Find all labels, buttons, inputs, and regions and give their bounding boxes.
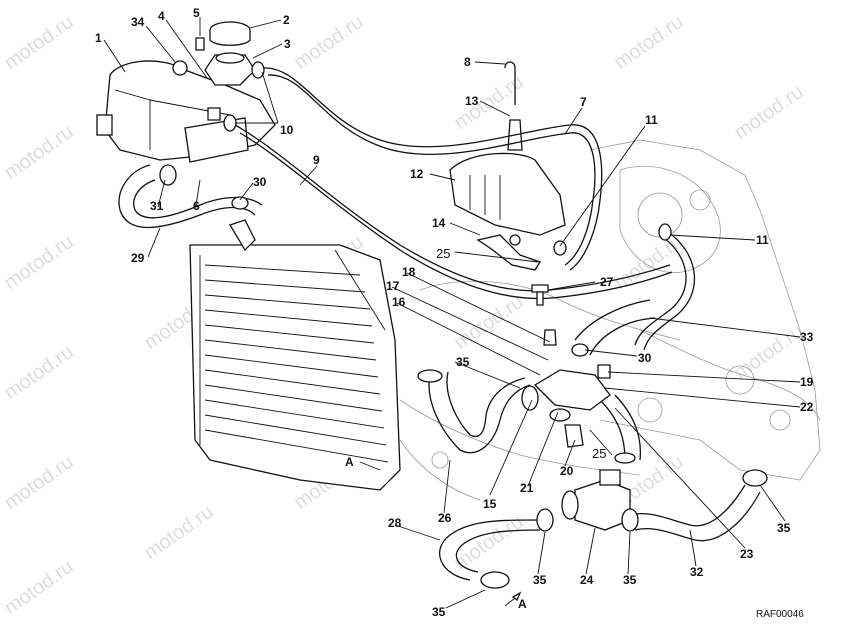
callout-label: 31 <box>150 199 164 213</box>
radiator <box>189 219 401 491</box>
callout-label: 21 <box>520 481 534 495</box>
watermark: motod.ru <box>140 501 217 564</box>
callout-label: 17 <box>386 279 400 293</box>
callout-label: 35 <box>456 355 470 369</box>
callout-label: A <box>345 455 354 469</box>
callout-label: 19 <box>800 375 814 389</box>
watermark: motod.ru <box>0 451 77 514</box>
callout-label: 35 <box>533 573 547 587</box>
callout-label: 28 <box>388 516 402 530</box>
drawing-reference-code: RAF00046 <box>756 609 804 620</box>
callout-label: 25 <box>592 446 606 461</box>
callout-label: 4 <box>158 9 165 23</box>
callout-label: 30 <box>638 351 652 365</box>
callout-label: 33 <box>800 330 814 344</box>
callout-label: 9 <box>313 153 320 167</box>
watermark: motod.ru <box>0 341 77 404</box>
callout-label: 13 <box>465 94 479 108</box>
lower-hoses <box>428 299 761 581</box>
watermark: motod.ru <box>610 11 687 74</box>
callout-label: 34 <box>131 15 145 29</box>
callout-label: 24 <box>580 573 594 587</box>
callout-label: 35 <box>777 521 791 535</box>
watermark: motod.ru <box>730 81 807 144</box>
watermark: motod.ru <box>290 11 367 74</box>
callout-label: 2 <box>283 13 290 27</box>
callout-label: 25 <box>436 246 450 261</box>
callout-label: 20 <box>560 464 574 478</box>
callout-label: 3 <box>284 37 291 51</box>
callout-label: 35 <box>432 605 446 619</box>
watermark: motod.ru <box>0 556 77 619</box>
callout-label: A <box>518 597 527 611</box>
callout-label: 26 <box>438 511 452 525</box>
callout-label: 23 <box>740 547 754 561</box>
callout-label: 35 <box>623 573 637 587</box>
callout-label: 29 <box>131 251 145 265</box>
callout-label: 11 <box>756 233 769 247</box>
hose-clamps <box>159 61 768 589</box>
callout-label: 18 <box>402 265 416 279</box>
callout-label: 30 <box>253 175 267 189</box>
callout-label: 27 <box>600 275 614 289</box>
filler-cap <box>172 21 256 86</box>
callout-label: 14 <box>432 216 446 230</box>
engine-block-outline <box>399 139 821 501</box>
callout-label: 7 <box>580 95 587 109</box>
callout-label: 1 <box>95 31 102 45</box>
watermark: motod.ru <box>0 121 77 184</box>
callout-label: 16 <box>392 295 406 309</box>
hoses <box>118 67 696 351</box>
leader-lines <box>103 17 801 609</box>
callout-label: 12 <box>410 167 424 181</box>
watermark: motod.ru <box>0 231 77 294</box>
callout-label: 11 <box>645 113 658 127</box>
callout-label: 10 <box>280 123 294 137</box>
overflow-reservoir <box>449 61 566 236</box>
callout-labels: 1 34 4 5 2 3 10 8 13 7 11 12 9 30 31 6 2… <box>95 6 814 619</box>
watermark: motod.ru <box>610 231 687 294</box>
callout-label: 6 <box>193 199 200 213</box>
callout-label: 15 <box>483 497 497 511</box>
callout-label: 5 <box>193 6 200 20</box>
expansion-tank <box>96 60 276 163</box>
callout-label: 8 <box>464 55 471 69</box>
reservoir-bracket <box>476 234 541 271</box>
radiator-fins <box>204 264 389 463</box>
callout-label: 22 <box>800 400 814 414</box>
fasteners <box>207 107 611 379</box>
callout-label: 32 <box>690 565 704 579</box>
watermark: motod.ru <box>0 11 77 74</box>
